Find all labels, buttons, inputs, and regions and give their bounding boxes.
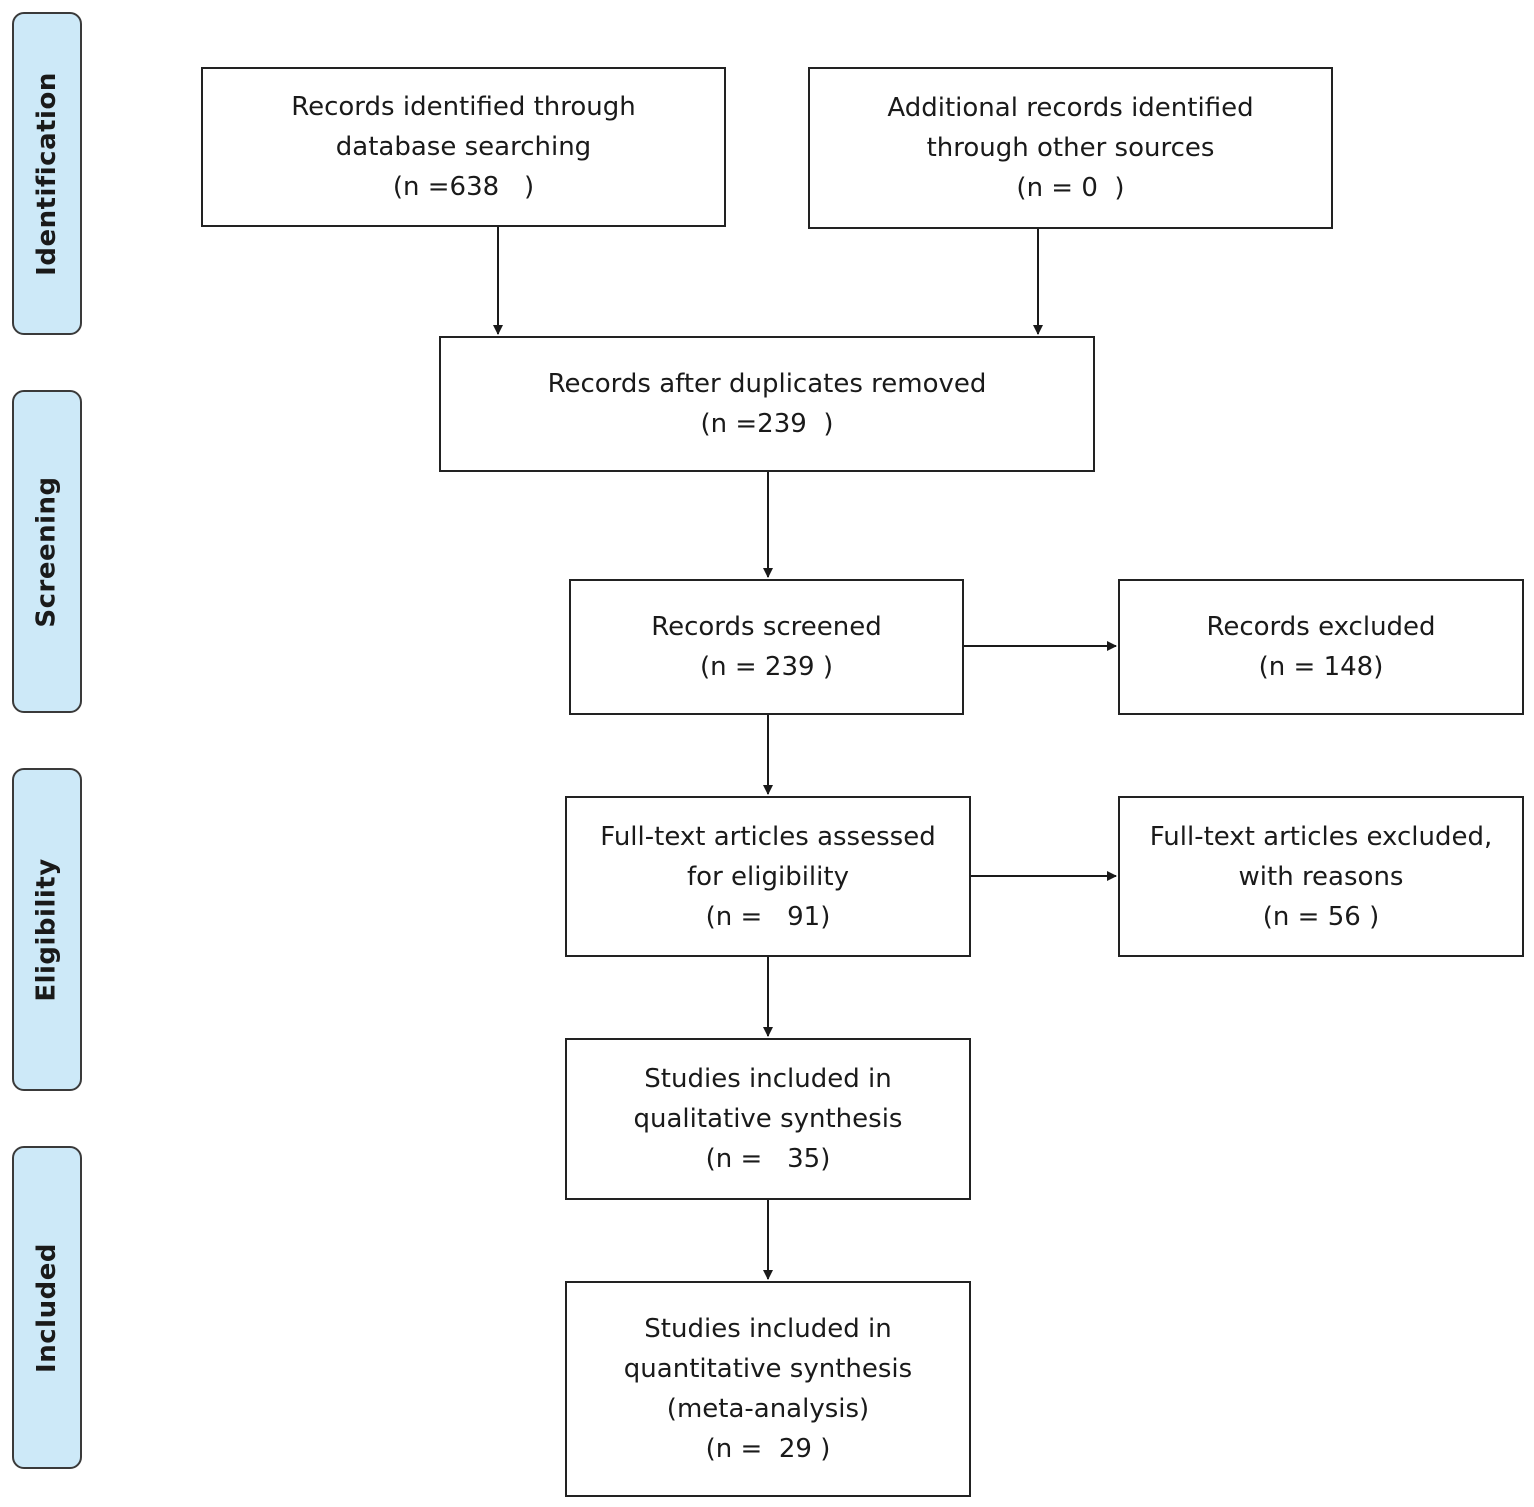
- box-database-records: Records identified through database sear…: [201, 67, 726, 227]
- box-fulltext-assessed: Full-text articles assessed for eligibil…: [565, 796, 971, 957]
- box-records-excluded: Records excluded (n = 148): [1118, 579, 1524, 715]
- box-qualitative-synthesis: Studies included in qualitative synthesi…: [565, 1038, 971, 1200]
- stage-screening: Screening: [12, 390, 82, 713]
- stage-included: Included: [12, 1146, 82, 1469]
- stage-eligibility: Eligibility: [12, 768, 82, 1091]
- box-fulltext-excluded: Full-text articles excluded, with reason…: [1118, 796, 1524, 957]
- box-duplicates-removed: Records after duplicates removed (n =239…: [439, 336, 1095, 472]
- box-quantitative-synthesis: Studies included in quantitative synthes…: [565, 1281, 971, 1497]
- stage-identification: Identification: [12, 12, 82, 335]
- box-records-screened: Records screened (n = 239 ): [569, 579, 964, 715]
- box-other-sources: Additional records identified through ot…: [808, 67, 1333, 229]
